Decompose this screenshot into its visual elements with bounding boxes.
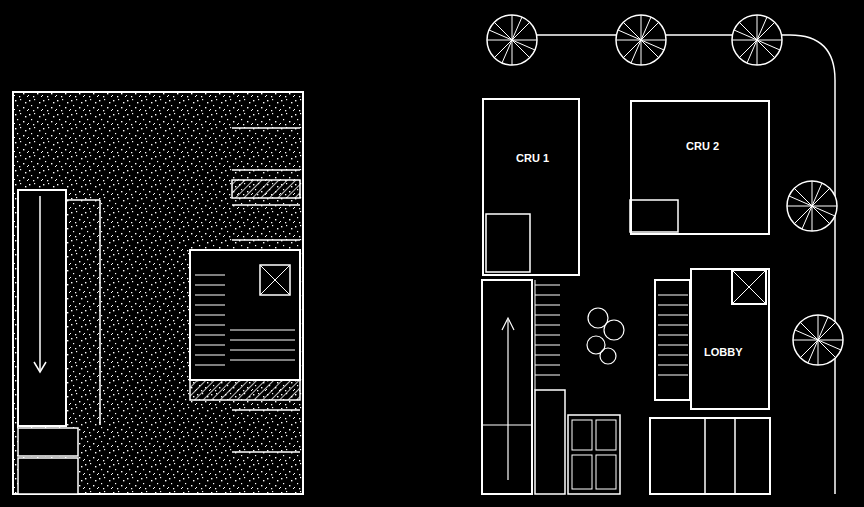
- parking-plan: [13, 92, 303, 494]
- room: CRU 1: [482, 98, 580, 276]
- room: CRU 2: [630, 100, 770, 235]
- ground-floor-plan: [482, 15, 843, 494]
- room-label: CRU 1: [514, 152, 551, 164]
- room: LOBBY: [690, 268, 770, 410]
- room-label: CRU 2: [684, 140, 721, 152]
- room-label: LOBBY: [702, 346, 745, 358]
